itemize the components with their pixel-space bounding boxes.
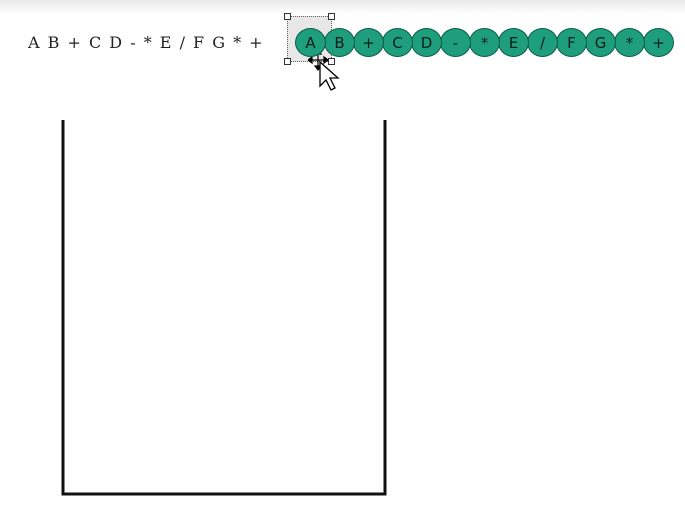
token-3[interactable]: C: [382, 28, 413, 57]
token-7[interactable]: E: [498, 28, 529, 57]
token-11[interactable]: *: [614, 28, 645, 57]
token-5[interactable]: -: [440, 28, 471, 57]
token-10[interactable]: G: [585, 28, 616, 57]
token-1[interactable]: B: [324, 28, 355, 57]
token-0[interactable]: A: [295, 28, 326, 57]
window-top-edge: [0, 0, 685, 14]
move-cursor-icon: [308, 50, 340, 91]
stack-outline: [61, 120, 387, 496]
token-12[interactable]: +: [643, 28, 674, 57]
token-9[interactable]: F: [556, 28, 587, 57]
token-8[interactable]: /: [527, 28, 558, 57]
token-6[interactable]: *: [469, 28, 500, 57]
token-2[interactable]: +: [353, 28, 384, 57]
postfix-expression-text: A B + C D - * E / F G * +: [28, 33, 265, 52]
token-4[interactable]: D: [411, 28, 442, 57]
